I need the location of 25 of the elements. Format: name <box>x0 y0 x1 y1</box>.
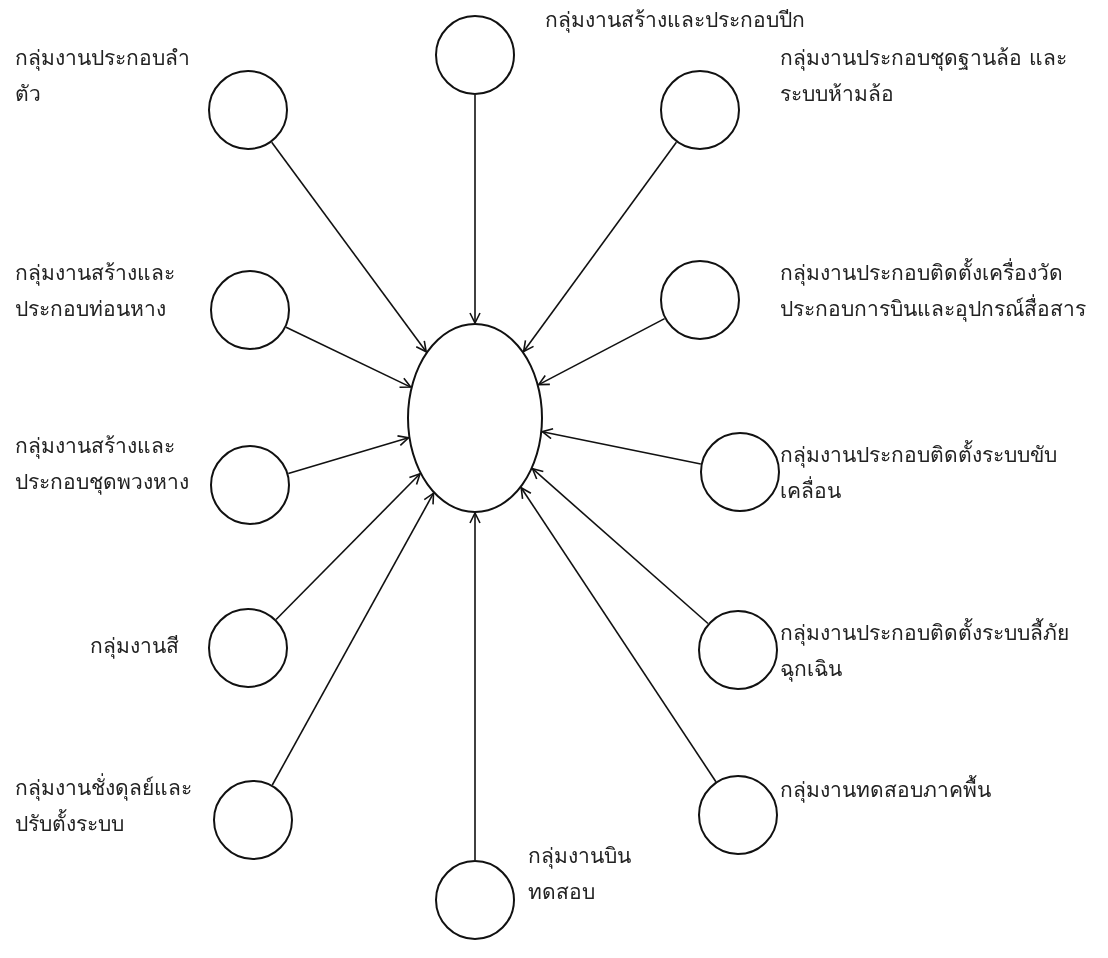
arrow <box>271 492 435 786</box>
group-label: กลุ่มงานสร้างและประกอบชุดพวงหาง <box>15 433 190 497</box>
arrow <box>270 141 427 353</box>
arrow <box>275 473 421 621</box>
group-label: กลุ่มงานประกอบลำตัว <box>15 45 191 108</box>
arrow <box>287 435 410 475</box>
group-label: กลุ่มงานประกอบติดตั้งเครื่องวัดประกอบการบินและอุปกรณ์สื่อสาร <box>780 255 1100 327</box>
group-label: กลุ่มงานสร้างและประกอบปีก <box>545 7 806 35</box>
arrow <box>469 94 481 324</box>
arrow <box>520 486 717 783</box>
group-label: กลุ่มงานชั่งดุลย์และปรับตั้งระบบ <box>15 770 215 842</box>
group-label: กลุ่มงานประกอบชุดฐานล้อ และ ระบบห้ามล้อ <box>780 45 1068 108</box>
arrow <box>285 326 412 389</box>
group-label: กลุ่มงานบินทดสอบ <box>528 843 632 906</box>
arrow <box>541 428 702 465</box>
group-label: กลุ่มงานทดสอบภาคพื้น <box>780 772 1100 808</box>
group-label: กลุ่มงานสร้างและประกอบท่อนหาง <box>15 260 176 323</box>
arrow <box>469 512 481 861</box>
arrow <box>522 141 678 353</box>
arrow <box>537 317 666 386</box>
ellipse <box>407 323 543 513</box>
group-label: กลุ่มงานสี <box>90 633 180 661</box>
arrow <box>531 467 709 625</box>
group-label: กลุ่มงานประกอบติดตั้งระบบขับเคลื่อน <box>780 437 1100 509</box>
group-label: กลุ่มงานประกอบติดตั้งระบบลี้ภัยฉุกเฉิน <box>780 615 1100 687</box>
